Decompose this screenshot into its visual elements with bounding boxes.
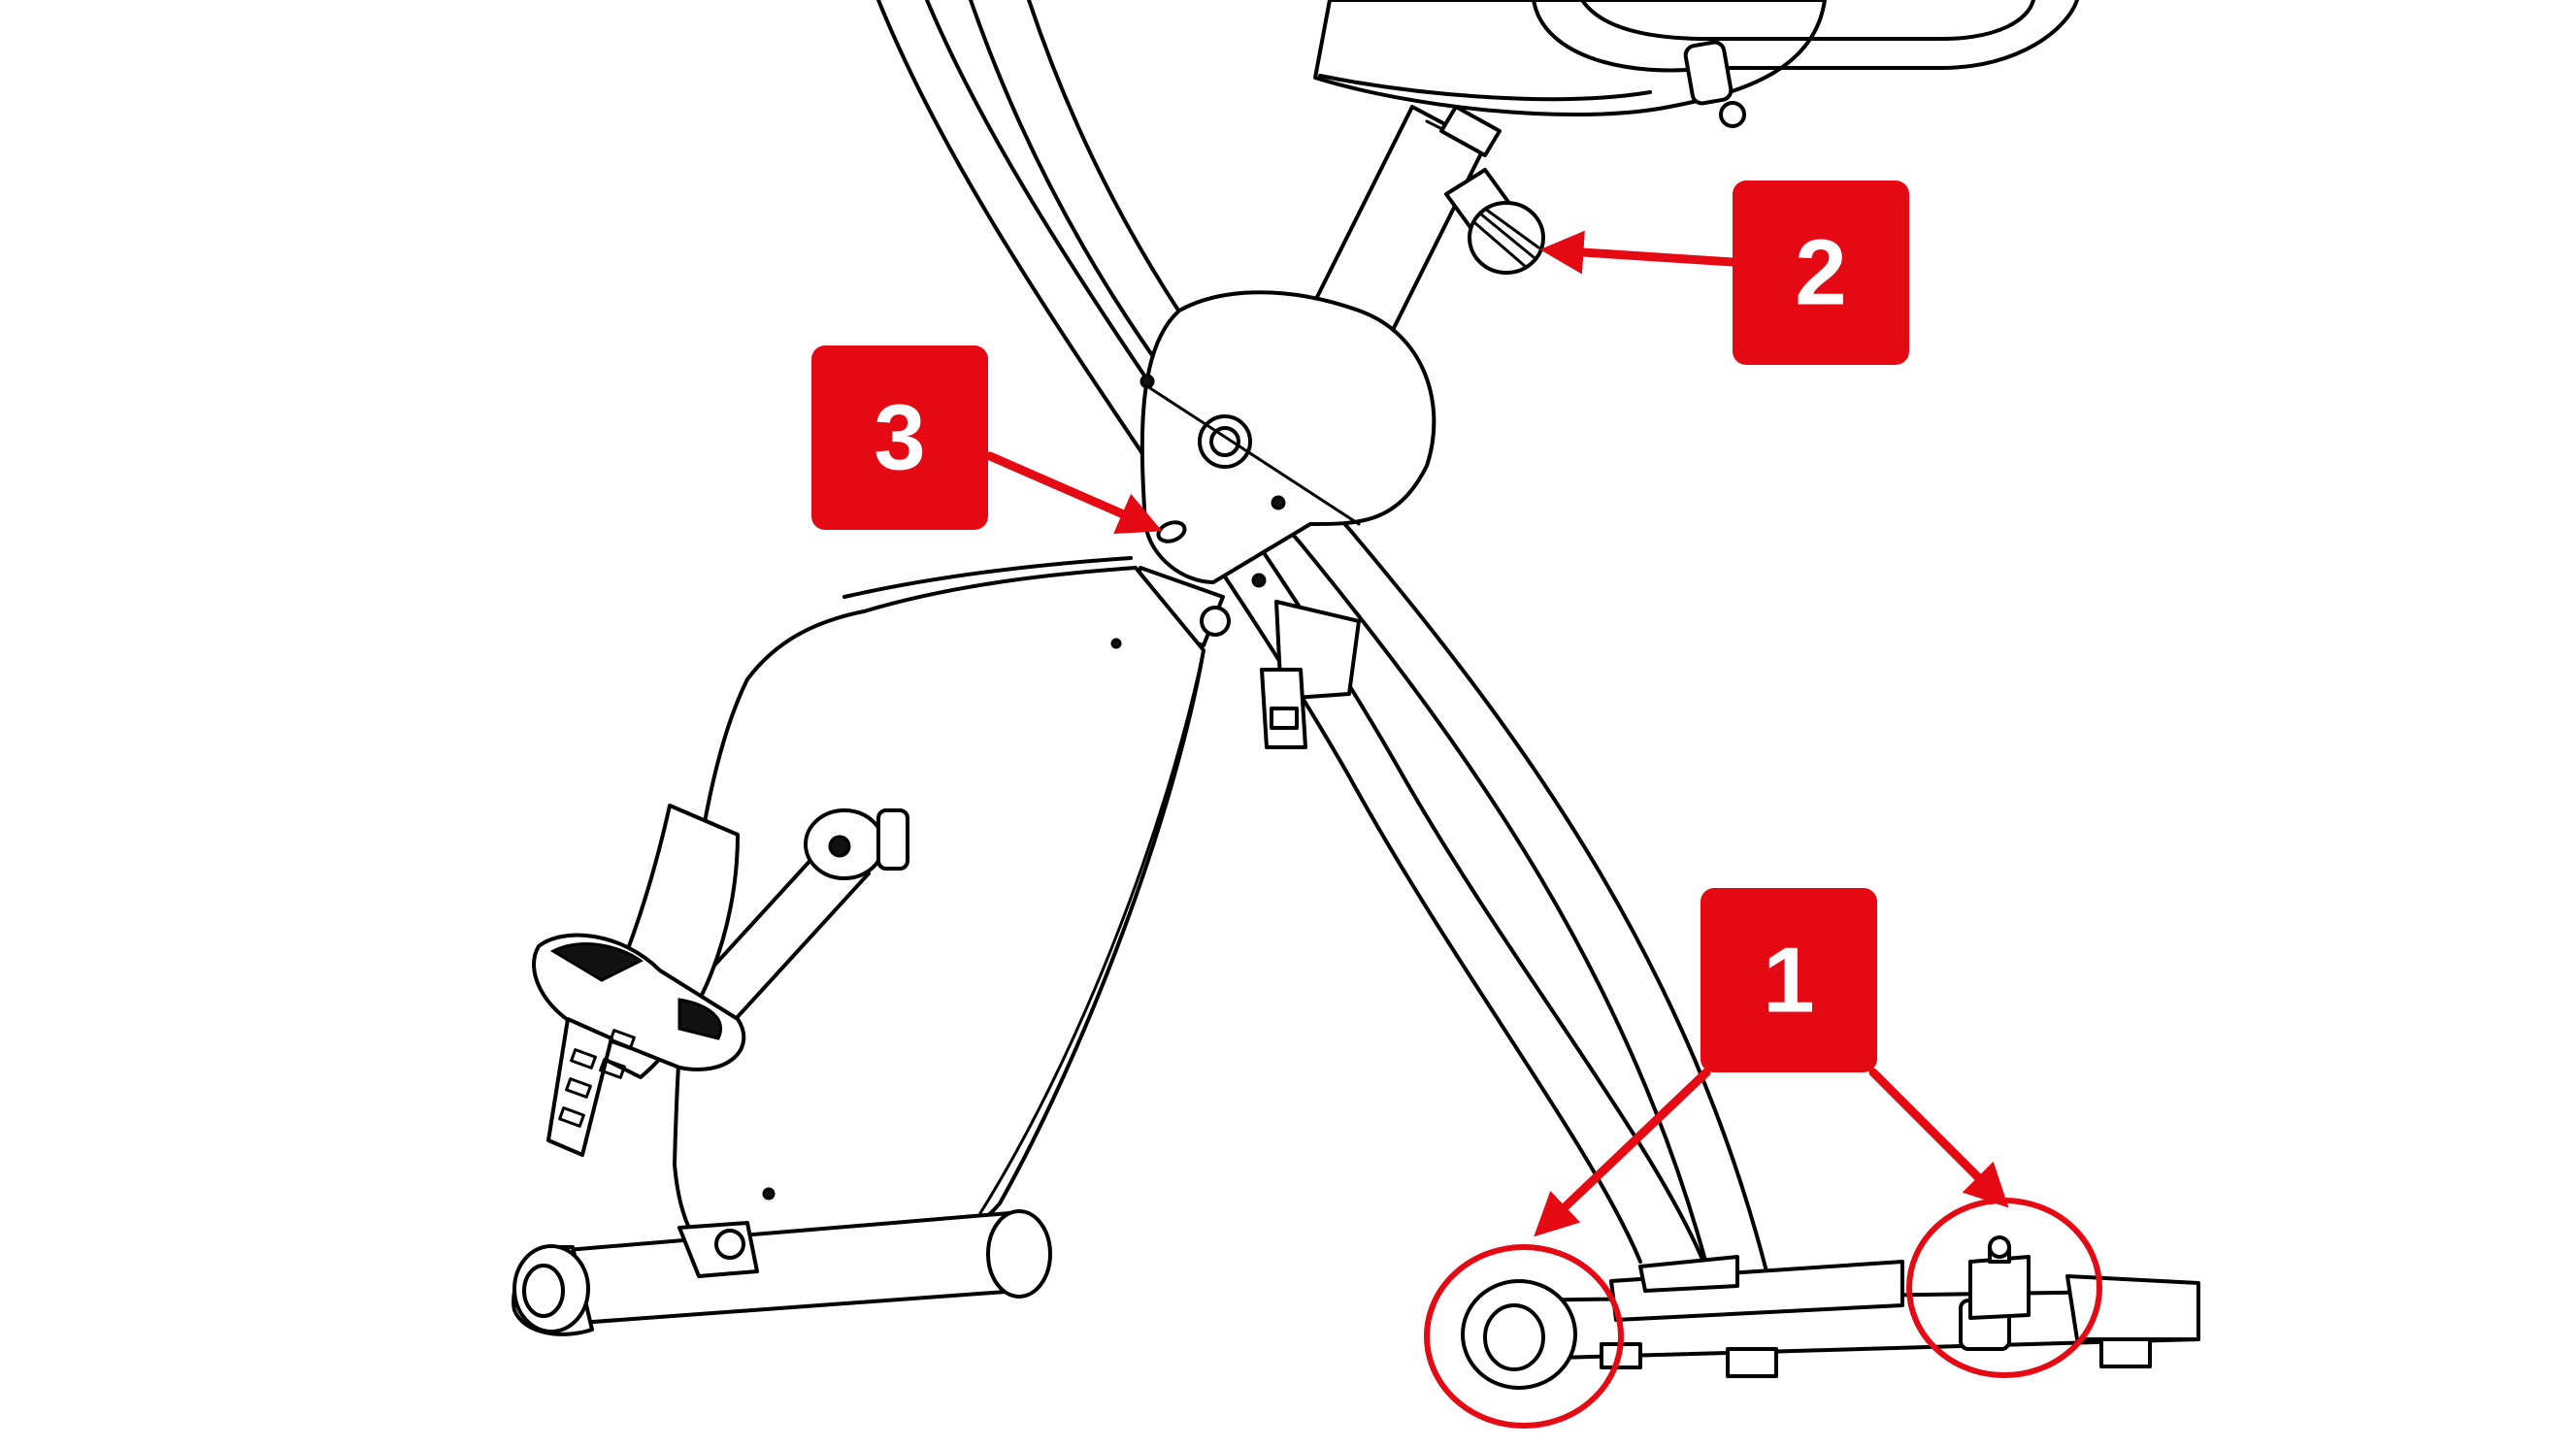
callout-1-ring-foot (1906, 1198, 2102, 1378)
seat (1313, 0, 1827, 117)
callout-3: 3 (811, 346, 1163, 535)
rear-stabilizer (1461, 1235, 2200, 1390)
callout-1-ring-wheel (1424, 1244, 1624, 1429)
backrest-handle (1532, 0, 2079, 128)
callout-1: 1 (1424, 888, 2102, 1429)
seat-adjust-knob (1444, 168, 1545, 275)
bike-line-art (512, 0, 2200, 1390)
callout-2-arrow (1539, 230, 1737, 275)
front-stabilizer (512, 1209, 1052, 1336)
callout-2: 2 (1539, 181, 1909, 365)
flywheel-housing (673, 556, 1205, 1273)
callout-1-label: 1 (1763, 929, 1814, 1033)
callout-3-label: 3 (874, 386, 925, 490)
callout-3-box (811, 346, 988, 530)
annotations: 2 3 1 (811, 181, 2102, 1429)
callout-3-arrow (985, 451, 1163, 535)
callout-1-arrow-right (1868, 1068, 2009, 1208)
callout-1-arrow-left (1534, 1068, 1711, 1237)
callout-1-box (1701, 888, 1877, 1072)
front-frame-tube (969, 0, 1768, 1273)
callout-2-box (1733, 181, 1909, 365)
locking-pin-hole (1156, 520, 1187, 543)
hinge-housing (1139, 290, 1437, 588)
crank-and-pedal (532, 804, 909, 1157)
rear-frame-tube (876, 0, 1705, 1264)
callout-2-label: 2 (1795, 221, 1846, 325)
